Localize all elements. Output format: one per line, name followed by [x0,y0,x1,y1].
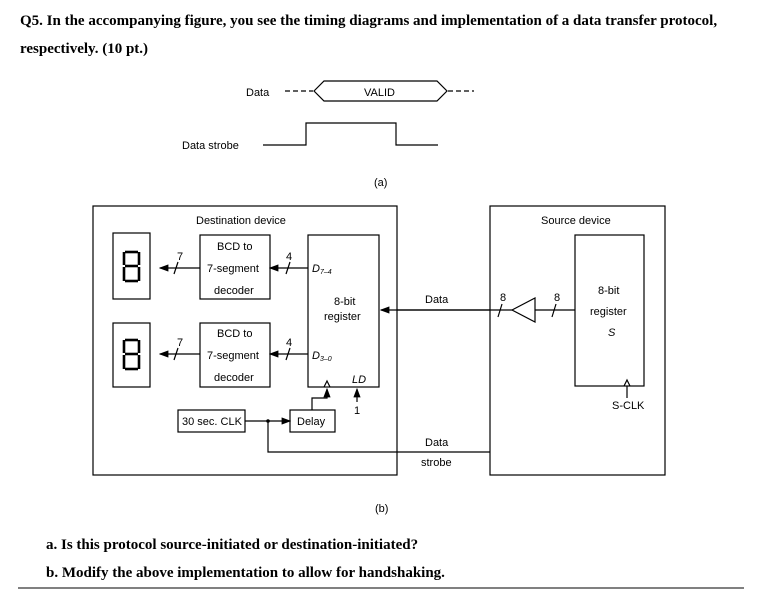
svg-text:BCD to: BCD to [217,241,252,253]
source-register [574,234,645,387]
svg-text:D3–0: D3–0 [312,350,332,363]
timing-diagram: Data VALID Data strobe (a) [182,80,474,189]
strobe-waveform [263,122,438,146]
question-part-a: a. Is this protocol source-initiated or … [46,537,419,553]
svg-text:decoder: decoder [214,285,254,297]
valid-label: VALID [364,87,395,99]
svg-text:BCD to: BCD to [217,328,252,340]
question-text: Q5. In the accompanying figure, you see … [20,13,718,29]
strobe-label: Data [425,437,449,449]
caption-a: (a) [374,177,387,189]
timing-data-label: Data [246,87,270,99]
destination-register: D7–4 D3–0 8-bit register LD [307,234,380,388]
svg-text:Delay: Delay [297,416,326,428]
svg-text:decoder: decoder [214,372,254,384]
svg-text:D7–4: D7–4 [312,263,332,276]
svg-text:4: 4 [286,251,292,263]
bcd-decoder-lower: BCD to 7-segment decoder [199,322,271,388]
svg-text:8-bit: 8-bit [598,285,619,297]
source-title: Source device [541,215,611,227]
ld-label: LD [352,374,366,386]
svg-text:4: 4 [286,337,292,349]
timing-strobe-label: Data strobe [182,140,239,152]
caption-b: (b) [375,503,388,515]
svg-text:30 sec. CLK: 30 sec. CLK [182,416,243,428]
svg-text:register: register [590,306,627,318]
source-device: 8 8 Source device 8-bit register S S-CLK [397,205,666,476]
svg-text:7: 7 [177,337,183,349]
svg-text:7: 7 [177,251,183,263]
svg-text:register: register [324,311,361,323]
bcd-decoder-upper: BCD to 7-segment decoder [199,234,271,300]
ld-value: 1 [354,405,360,417]
seven-segment-display-icon [112,322,151,388]
question-part-b: b. Modify the above implementation to al… [46,565,445,581]
destination-device: Destination device BCD to 7-segment deco… [92,205,527,476]
s-clk-label: S-CLK [612,400,645,412]
destination-title: Destination device [196,215,286,227]
svg-text:8: 8 [500,292,506,304]
svg-text:8: 8 [554,292,560,304]
svg-text:7-segment: 7-segment [207,263,259,275]
svg-text:8-bit: 8-bit [334,296,355,308]
seven-segment-display-icon [112,232,151,300]
svg-text:S: S [608,327,616,339]
question-points: respectively. (10 pt.) [20,41,149,57]
data-bus-label: Data [425,294,449,306]
svg-text:7-segment: 7-segment [207,350,259,362]
valid-window [313,80,448,102]
svg-text:strobe: strobe [421,457,452,469]
